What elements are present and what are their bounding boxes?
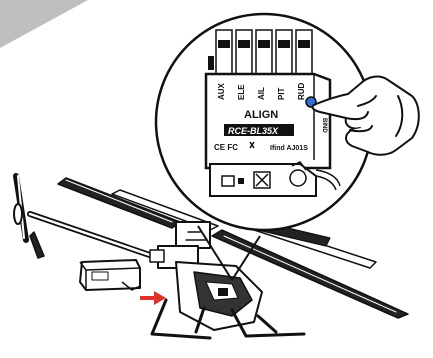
port-label: PIT: [277, 87, 286, 100]
bind-label: BIND: [321, 118, 327, 133]
port-label: ELE: [237, 84, 246, 100]
receiver-sub-label: Ifind AJ01S: [270, 145, 308, 152]
battery-pack: [80, 260, 140, 290]
helicopter-body: [176, 262, 262, 330]
port-label: RUD: [297, 82, 306, 100]
pin-headers: [208, 30, 312, 74]
certification-mark: CE FC: [214, 143, 238, 152]
corner-tab: [0, 0, 88, 48]
receiver-brand: ALIGN: [244, 109, 278, 121]
insert-arrow-icon: [140, 291, 166, 305]
port-label: AIL: [257, 87, 266, 100]
receiver-model: RCE-BL35X: [228, 126, 279, 136]
zoom-callout: AUX ELE AIL PIT RUD ALIGN RCE-BL35X CE F…: [156, 14, 419, 230]
port-label: AUX: [217, 82, 226, 100]
